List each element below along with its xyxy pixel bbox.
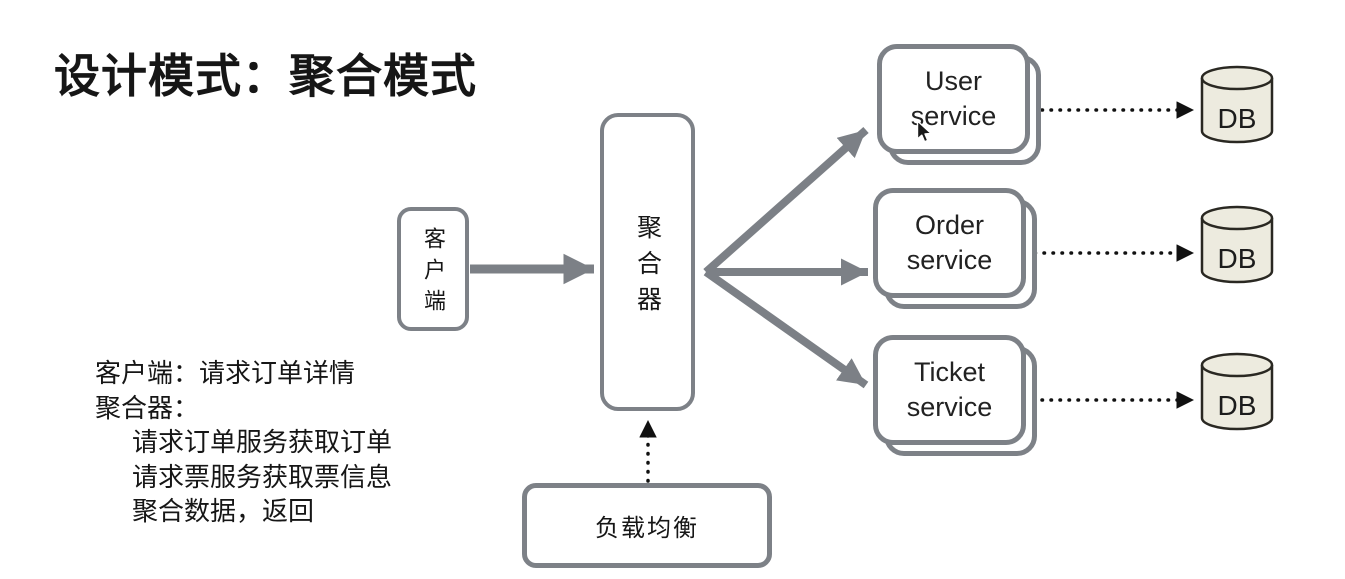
service-label-line: service: [910, 101, 997, 131]
mouse-cursor-icon: [916, 120, 932, 143]
notes-block: 客户端：请求订单详情 聚合器： 请求订单服务获取订单 请求票服务获取票信息 聚合…: [95, 356, 392, 529]
node-client-label: 客户端: [421, 227, 446, 320]
note-line: 聚合数据，返回: [132, 496, 315, 526]
node-aggregator: 聚合器: [600, 113, 695, 411]
note-line: 请求票服务获取票信息: [132, 461, 393, 492]
note-line: 客户端：请求订单详情: [95, 358, 356, 388]
db-label: DB: [1217, 390, 1257, 421]
service-label-line: Order: [914, 210, 985, 240]
node-order-service-box: Order service: [873, 188, 1026, 298]
service-label-line: User: [924, 66, 982, 96]
node-ticket-service-box: Ticket service: [873, 335, 1026, 445]
service-label-line: Ticket: [913, 357, 985, 387]
db-cylinder-icon: [1200, 65, 1274, 144]
node-aggregator-label: 聚合器: [633, 213, 662, 322]
node-order-service: Order service: [873, 188, 1037, 309]
node-user-service: User service: [877, 44, 1041, 165]
page-title: 设计模式：聚合模式: [54, 50, 477, 102]
db-label: DB: [1217, 243, 1257, 274]
node-db-order: DB: [1199, 205, 1275, 285]
node-db-user: DB: [1199, 65, 1275, 145]
db-cylinder-icon: [1200, 352, 1274, 431]
arrow-aggregator-to-ticket-service: [703, 268, 869, 389]
db-cylinder-icon: [1200, 205, 1274, 284]
node-client: 客户端: [397, 207, 469, 331]
node-ticket-service: Ticket service: [873, 335, 1037, 456]
arrow-aggregator-to-user-service: [703, 127, 869, 275]
service-label-line: service: [906, 392, 993, 422]
db-label: DB: [1217, 103, 1257, 134]
service-label-line: service: [906, 245, 993, 275]
node-user-service-box: User service: [877, 44, 1030, 154]
node-db-ticket: DB: [1199, 352, 1275, 432]
node-load-balancer: 负载均衡: [522, 483, 772, 568]
note-line: 请求订单服务获取订单: [132, 427, 393, 457]
note-line: 聚合器：: [95, 392, 200, 423]
node-load-balancer-label: 负载均衡: [595, 515, 699, 542]
